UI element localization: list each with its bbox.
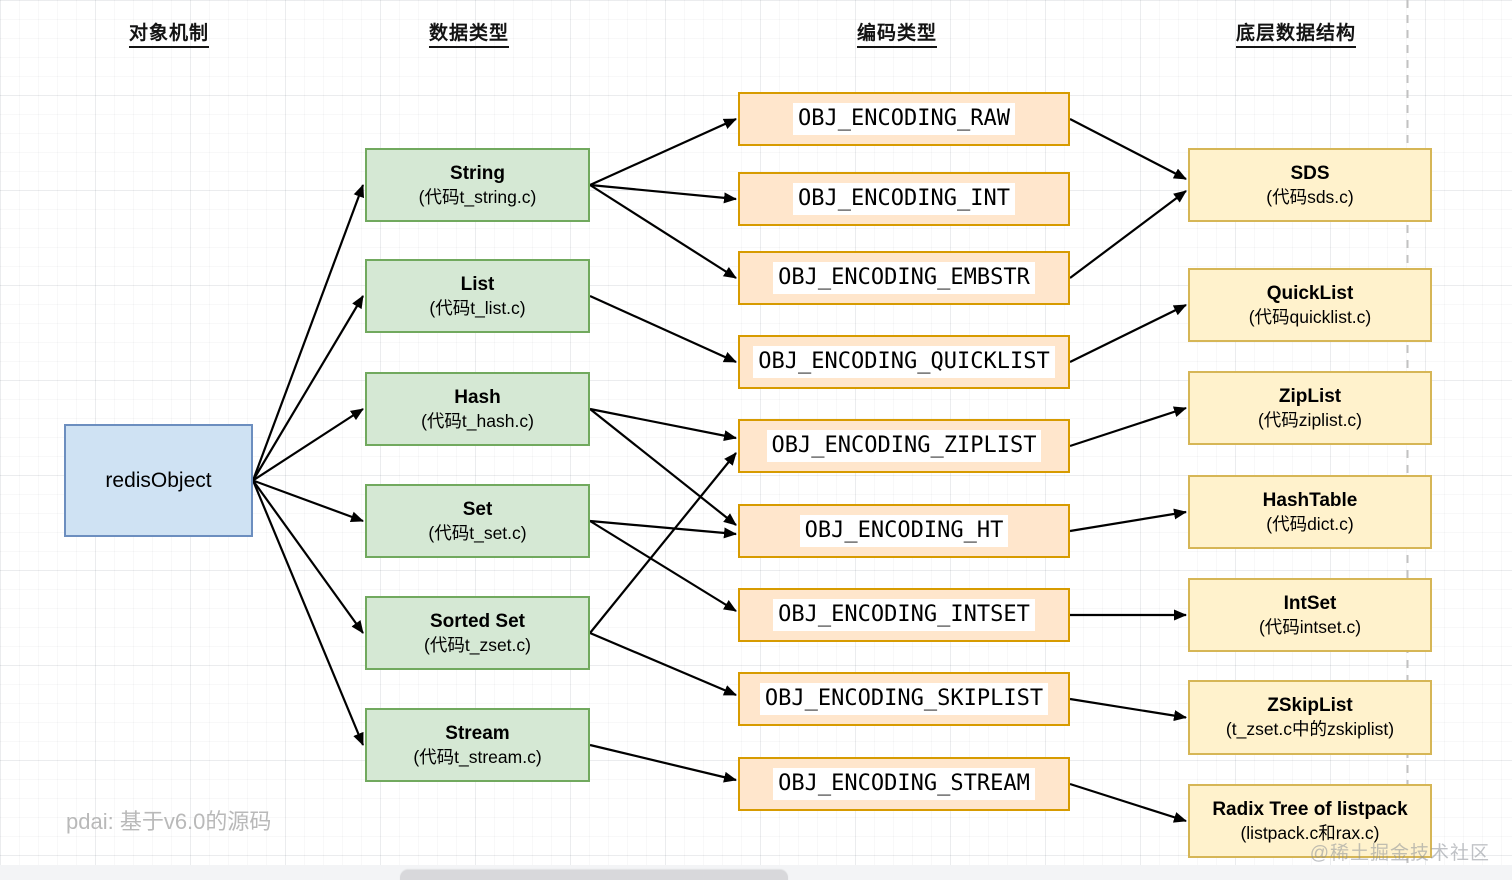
node-title: QuickList <box>1266 282 1354 304</box>
edge-redisObject-to-hash <box>252 408 364 482</box>
edge-redisObject-to-set <box>252 479 364 523</box>
node-stream: Stream(代码t_stream.c) <box>365 708 590 782</box>
node-zskiplist: ZSkipList(t_zset.c中的zskiplist) <box>1188 680 1432 755</box>
node-title: SDS <box>1290 162 1330 184</box>
edge-set-to-enc_intset <box>589 520 737 612</box>
source-note: pdai: 基于v6.0的源码 <box>66 809 272 834</box>
node-subtitle: (t_zset.c中的zskiplist) <box>1225 719 1395 740</box>
bottom-strip <box>0 865 1512 880</box>
node-label: OBJ_ENCODING_QUICKLIST <box>753 346 1055 378</box>
node-radix: Radix Tree of listpack(listpack.c和rax.c) <box>1188 784 1432 858</box>
edge-string-to-enc_embstr <box>589 184 737 279</box>
node-string: String(代码t_string.c) <box>365 148 590 222</box>
edge-list-to-enc_quicklist <box>589 294 737 364</box>
node-ziplist: ZipList(代码ziplist.c) <box>1188 371 1432 445</box>
edge-hash-to-enc_ht <box>589 408 737 526</box>
node-label: OBJ_ENCODING_INTSET <box>773 599 1035 631</box>
node-quicklist: QuickList(代码quicklist.c) <box>1188 268 1432 342</box>
bottom-scrollbar-thumb[interactable] <box>400 870 788 880</box>
node-enc_intset: OBJ_ENCODING_INTSET <box>738 588 1070 642</box>
node-list: List(代码t_list.c) <box>365 259 590 333</box>
node-title: ZSkipList <box>1267 695 1353 717</box>
node-subtitle: (代码t_zset.c) <box>424 634 531 655</box>
node-label: OBJ_ENCODING_SKIPLIST <box>759 683 1049 715</box>
node-subtitle: (代码sds.c) <box>1266 186 1354 207</box>
column-header-object-mechanism: 对象机制 <box>128 18 210 48</box>
node-title: String <box>450 162 505 184</box>
edge-enc_embstr-to-sds <box>1069 190 1187 279</box>
node-title: redisObject <box>105 468 212 492</box>
edge-zset-to-enc_ziplist <box>589 452 737 634</box>
node-title: Stream <box>445 722 510 744</box>
edge-string-to-enc_int <box>589 183 737 204</box>
node-subtitle: (listpack.c和rax.c) <box>1240 822 1380 843</box>
node-subtitle: (代码quicklist.c) <box>1248 306 1372 327</box>
watermark: @稀土掘金技术社区 <box>1309 843 1490 864</box>
node-enc_ziplist: OBJ_ENCODING_ZIPLIST <box>738 419 1070 473</box>
node-title: Hash <box>454 386 501 408</box>
node-subtitle: (代码t_string.c) <box>418 186 537 207</box>
node-zset: Sorted Set(代码t_zset.c) <box>365 596 590 670</box>
edge-enc_skiplist-to-zskiplist <box>1069 697 1187 722</box>
node-subtitle: (代码t_stream.c) <box>413 746 542 767</box>
node-label: OBJ_ENCODING_HT <box>799 515 1009 547</box>
node-label: OBJ_ENCODING_EMBSTR <box>773 262 1035 294</box>
node-label: OBJ_ENCODING_STREAM <box>773 768 1035 800</box>
node-enc_int: OBJ_ENCODING_INT <box>738 172 1070 226</box>
node-subtitle: (代码intset.c) <box>1258 616 1362 637</box>
node-redisObject: redisObject <box>64 424 253 537</box>
edge-redisObject-to-stream <box>251 480 365 746</box>
node-subtitle: (代码dict.c) <box>1266 513 1354 534</box>
node-hash: Hash(代码t_hash.c) <box>365 372 590 446</box>
node-label: OBJ_ENCODING_ZIPLIST <box>766 430 1042 462</box>
node-title: List <box>460 273 495 295</box>
node-subtitle: (代码ziplist.c) <box>1257 409 1363 430</box>
node-title: ZipList <box>1278 385 1342 407</box>
edge-hash-to-enc_ziplist <box>589 407 737 442</box>
node-subtitle: (代码t_list.c) <box>429 297 526 318</box>
node-set: Set(代码t_set.c) <box>365 484 590 558</box>
edge-redisObject-to-string <box>251 184 365 481</box>
node-subtitle: (代码t_hash.c) <box>421 410 534 431</box>
node-enc_raw: OBJ_ENCODING_RAW <box>738 92 1070 146</box>
node-sds: SDS(代码sds.c) <box>1188 148 1432 222</box>
node-intset: IntSet(代码intset.c) <box>1188 578 1432 652</box>
node-title: Radix Tree of listpack <box>1212 798 1408 820</box>
node-label: OBJ_ENCODING_RAW <box>793 103 1015 135</box>
node-title: Sorted Set <box>429 610 526 632</box>
edge-enc_raw-to-sds <box>1069 118 1187 180</box>
edge-string-to-enc_raw <box>589 117 737 187</box>
node-subtitle: (代码t_set.c) <box>428 522 527 543</box>
node-enc_skiplist: OBJ_ENCODING_SKIPLIST <box>738 672 1070 726</box>
node-enc_quicklist: OBJ_ENCODING_QUICKLIST <box>738 335 1070 389</box>
edge-enc_ziplist-to-ziplist <box>1069 406 1187 448</box>
edge-redisObject-to-list <box>252 295 364 482</box>
edge-stream-to-enc_stream <box>589 743 737 783</box>
edge-zset-to-enc_skiplist <box>589 631 737 697</box>
edge-enc_ht-to-hashtable <box>1069 508 1187 533</box>
node-title: HashTable <box>1262 489 1358 511</box>
node-title: IntSet <box>1283 592 1337 614</box>
column-header-underlying-structures: 底层数据结构 <box>1235 18 1357 48</box>
node-label: OBJ_ENCODING_INT <box>793 183 1015 215</box>
node-enc_embstr: OBJ_ENCODING_EMBSTR <box>738 251 1070 305</box>
node-hashtable: HashTable(代码dict.c) <box>1188 475 1432 549</box>
column-header-encoding-types: 编码类型 <box>856 18 938 48</box>
column-header-data-types: 数据类型 <box>428 18 510 48</box>
node-enc_stream: OBJ_ENCODING_STREAM <box>738 757 1070 811</box>
node-title: Set <box>462 498 493 520</box>
edge-enc_stream-to-radix <box>1069 782 1187 823</box>
node-enc_ht: OBJ_ENCODING_HT <box>738 504 1070 558</box>
edge-enc_quicklist-to-quicklist <box>1069 304 1187 363</box>
edge-redisObject-to-zset <box>252 479 364 634</box>
edge-set-to-enc_ht <box>589 519 737 539</box>
